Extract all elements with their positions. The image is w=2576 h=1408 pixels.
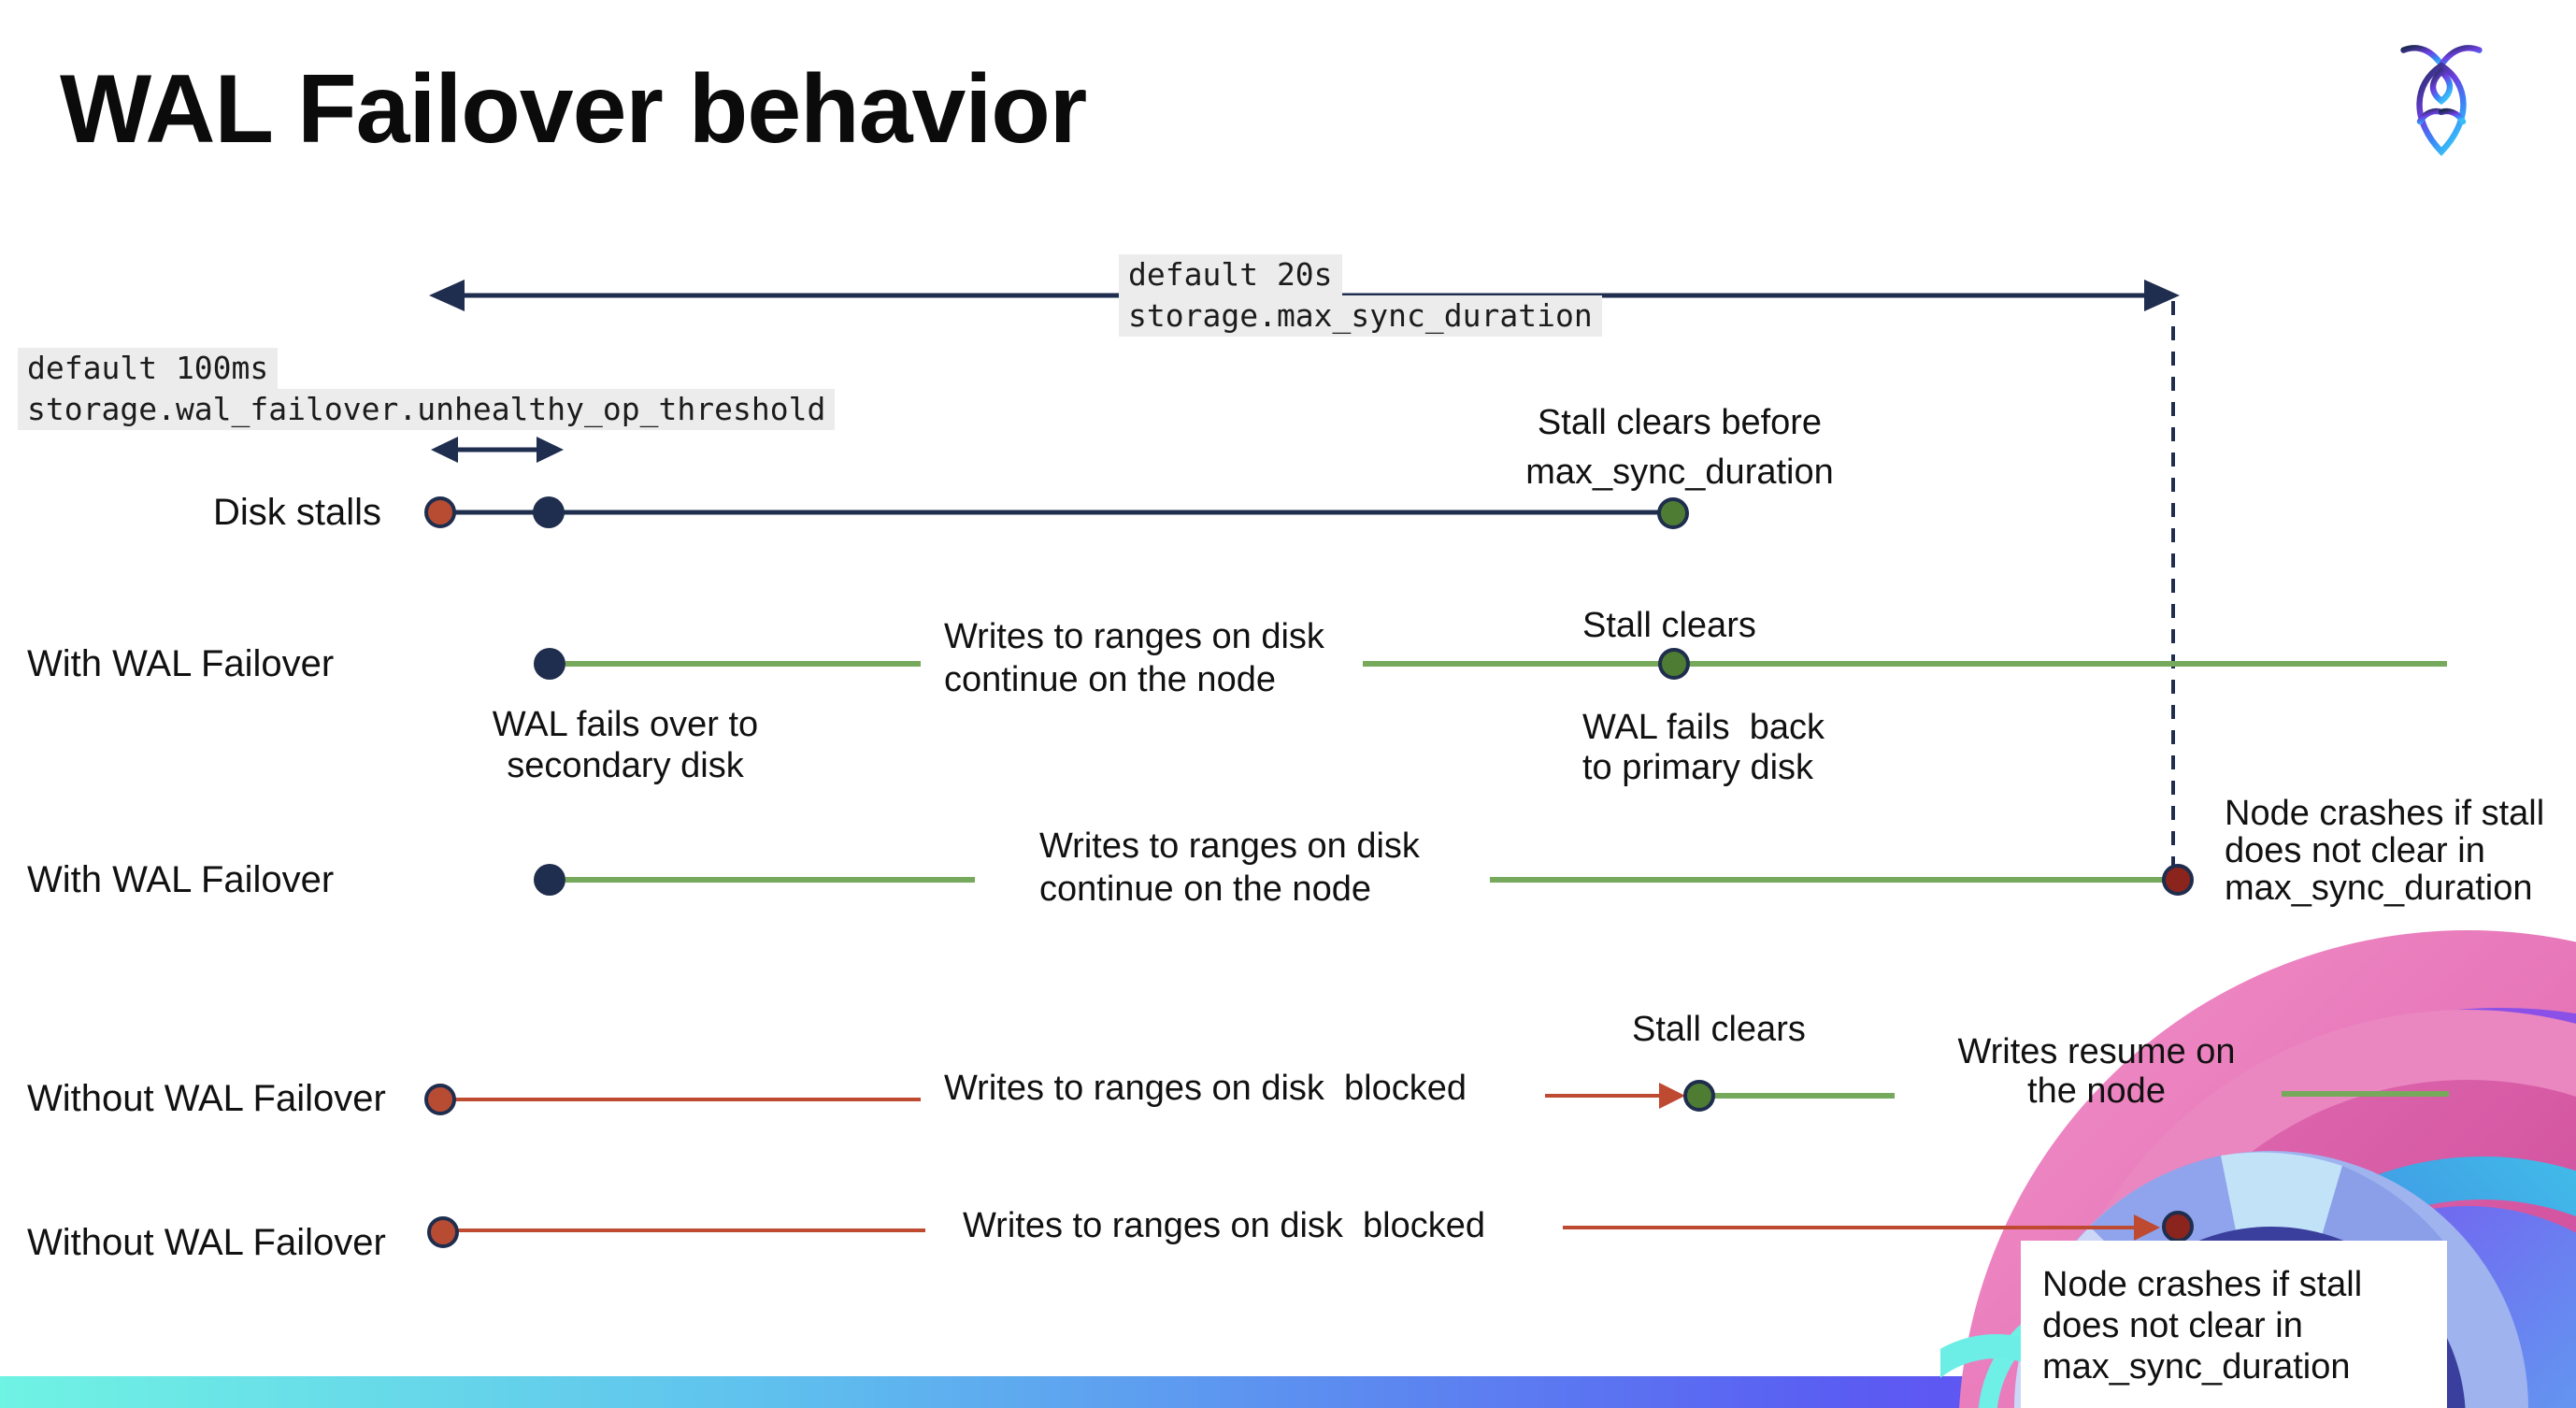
cockroachdb-logo-icon (2400, 45, 2483, 156)
threshold-arrow (431, 437, 564, 463)
arrowhead-right-icon (537, 437, 564, 463)
arrowhead-left-icon (431, 437, 458, 463)
annotation-stall-clears-before: Stall clears before max_sync_duration (1525, 403, 1834, 492)
max-sync-default-label: default 20s (1119, 254, 1342, 295)
annotation-stall-clears-row2: Stall clears (1582, 606, 1756, 645)
row-label-without-wal-1: Without WAL Failover (27, 1078, 386, 1119)
threshold-setting-label: storage.wal_failover.unhealthy_op_thresh… (18, 389, 836, 430)
timeline-with-wal-2 (534, 864, 2194, 896)
stall-clears-dot (1657, 497, 1689, 529)
timeline-disk-stalls (424, 496, 1689, 529)
arrowhead-left-icon (429, 280, 465, 311)
annotation-wal-fails-over: WAL fails over to secondary disk (492, 705, 759, 785)
page-title: WAL Failover behavior (60, 55, 1087, 164)
stall-start-dot (424, 1084, 456, 1115)
row-label-with-wal-1: With WAL Failover (27, 643, 335, 684)
threshold-default-label: default 100ms (18, 348, 279, 389)
annotation-node-crashes-1: Node crashes if stall does not clear in … (2225, 794, 2545, 908)
timeline-without-wal-2 (427, 1211, 2194, 1248)
failover-dot (534, 648, 565, 680)
annotation-stall-clears-row4: Stall clears (1632, 1010, 1806, 1049)
node-crashes-callout-box (2021, 1241, 2447, 1408)
failover-dot (534, 864, 565, 896)
annotation-writes-blocked-2: Writes to ranges on disk blocked (963, 1206, 1486, 1245)
annotation-writes-continue-2: Writes to ranges on disk continue on the… (1039, 826, 1420, 909)
node-crash-dot (2162, 1211, 2194, 1243)
stall-clears-dot (1683, 1080, 1715, 1112)
row-label-without-wal-2: Without WAL Failover (27, 1222, 386, 1263)
row-label-disk-stalls: Disk stalls (213, 492, 382, 533)
row-label-with-wal-2: With WAL Failover (27, 859, 335, 900)
max-sync-setting-label: storage.max_sync_duration (1119, 295, 1602, 337)
annotation-writes-resume: Writes resume on the node (1957, 1032, 2236, 1111)
threshold-dot (533, 496, 565, 528)
annotation-node-crashes-2: Node crashes if stall does not clear in … (2042, 1265, 2363, 1386)
arrowhead-right-icon (1659, 1083, 1685, 1109)
timeline-with-wal-1 (534, 648, 2447, 680)
node-crash-dot (2162, 864, 2194, 896)
stall-clears-dot (1658, 648, 1690, 680)
annotation-wal-fails-back: WAL fails back to primary disk (1582, 708, 1825, 787)
annotation-writes-blocked-1: Writes to ranges on disk blocked (944, 1069, 1467, 1108)
arrowhead-right-icon (2144, 280, 2180, 311)
annotation-writes-continue-1: Writes to ranges on disk continue on the… (944, 617, 1324, 699)
stall-start-dot (424, 496, 456, 528)
stall-start-dot (427, 1216, 459, 1248)
arrowhead-right-icon (2134, 1214, 2160, 1241)
timeline-without-wal-1 (424, 1080, 2449, 1115)
